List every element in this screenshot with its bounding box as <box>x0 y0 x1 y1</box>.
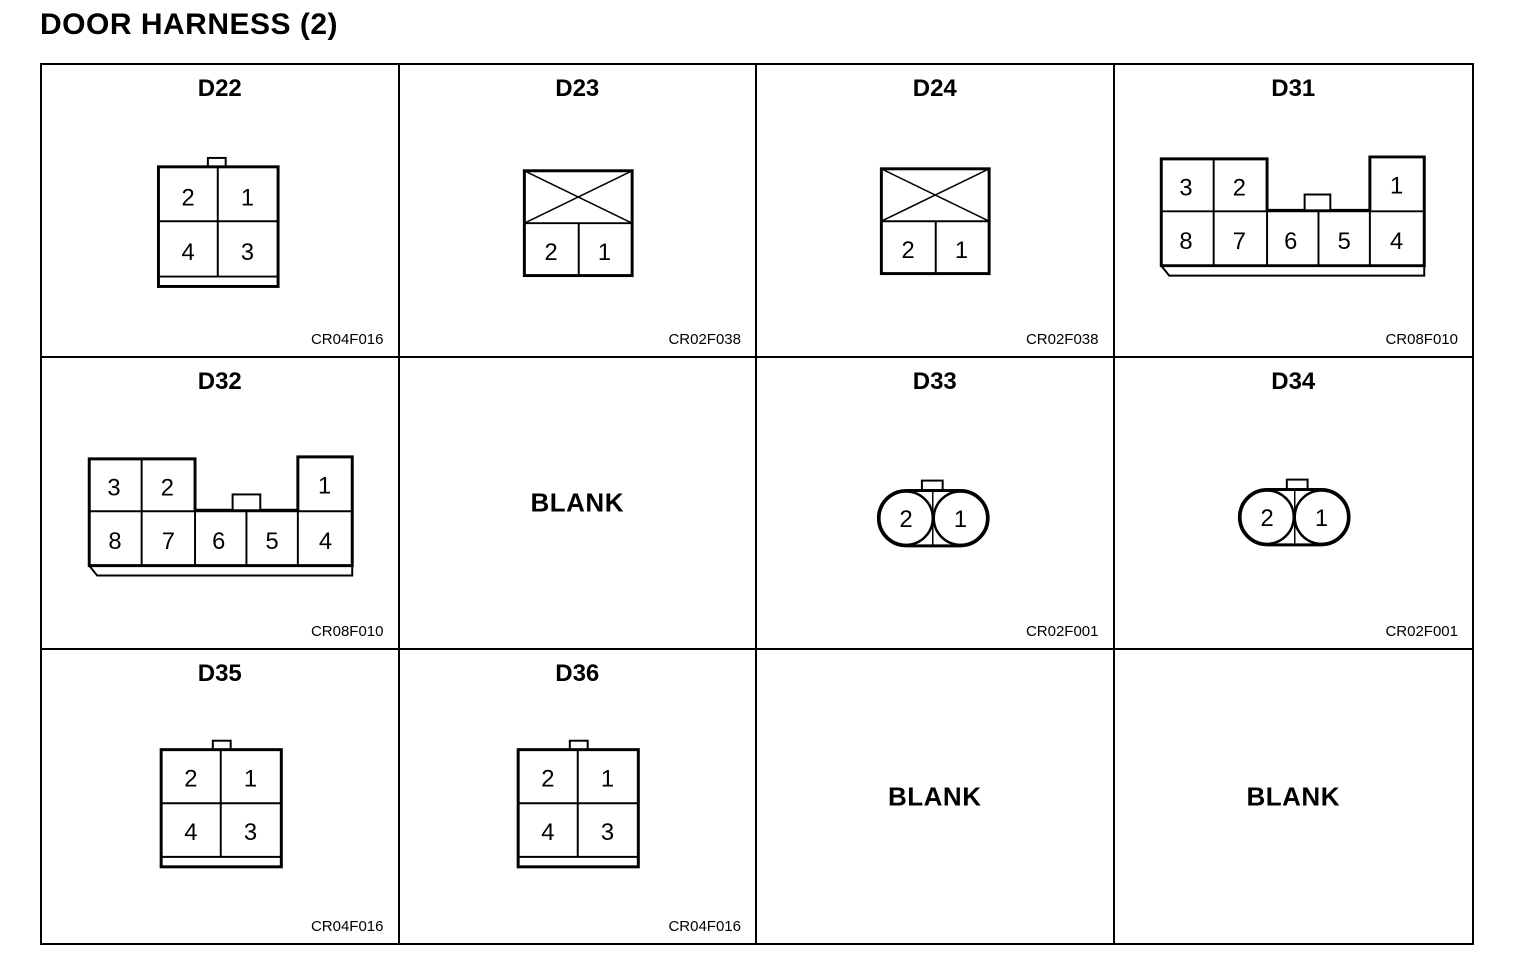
connector-cell-d33: D33 2 1 CR02F001 <box>757 357 1115 651</box>
connector-name: D24 <box>912 75 957 102</box>
blank-label: BLANK <box>888 781 982 812</box>
part-code: CR04F016 <box>310 330 384 348</box>
connector-4pin-diagram: 2 1 4 3 <box>516 740 640 869</box>
pin-label: 7 <box>162 528 175 554</box>
connector-8pin-diagram: 3 2 1 8 7 6 5 4 <box>1159 155 1426 277</box>
connector-name: D33 <box>912 367 957 395</box>
pin-label: 4 <box>1389 229 1402 255</box>
pin-label: 5 <box>266 528 279 554</box>
connector-name: D36 <box>555 660 600 688</box>
pin-label: 1 <box>597 240 610 266</box>
pin-label: 4 <box>541 819 554 846</box>
pin-label: 1 <box>241 185 254 211</box>
connector-cell-d34: D34 2 1 CR02F001 <box>1114 358 1472 651</box>
connector-name: D34 <box>1271 367 1316 395</box>
part-code: CR04F016 <box>310 917 384 935</box>
connector-grid: D22 2 1 4 3 CR04F016 D23 2 1 CR02F038 D2… <box>40 63 1474 945</box>
connector-cell-d35: D35 2 1 4 3 CR04F016 <box>42 650 400 943</box>
connector-4pin-diagram: 2 1 4 3 <box>156 156 280 288</box>
pin-label: 2 <box>899 507 912 533</box>
part-code: CR02F001 <box>1385 623 1458 641</box>
part-code: CR02F038 <box>1025 330 1099 348</box>
pin-label: 1 <box>954 507 967 533</box>
connector-2pin-round-diagram: 2 1 <box>1237 478 1351 546</box>
pin-label: 1 <box>318 473 331 499</box>
pin-label: 1 <box>955 238 968 264</box>
pin-label: 1 <box>1314 506 1327 532</box>
pin-label: 2 <box>161 475 174 501</box>
pin-label: 4 <box>184 819 197 846</box>
pin-label: 3 <box>107 475 120 501</box>
connector-name: D31 <box>1271 75 1316 102</box>
part-code: CR02F001 <box>1025 623 1099 641</box>
pin-label: 2 <box>1260 506 1273 532</box>
connector-2pin-diagram: 2 1 <box>522 169 634 278</box>
blank-cell: BLANK <box>1115 650 1473 943</box>
pin-label: 2 <box>901 238 914 264</box>
connector-cell-d24: D24 2 1 CR02F038 <box>757 65 1115 358</box>
connector-2pin-diagram: 2 1 <box>879 167 991 276</box>
connector-name: D23 <box>555 75 600 102</box>
blank-label: BLANK <box>1246 781 1340 812</box>
pin-label: 1 <box>244 766 257 793</box>
pin-label: 8 <box>108 528 121 554</box>
blank-cell: BLANK <box>399 357 757 651</box>
pin-label: 6 <box>212 528 225 554</box>
connector-name: D35 <box>197 660 242 688</box>
pin-label: 2 <box>182 185 195 211</box>
connector-8pin-diagram: 3 2 1 8 7 6 5 4 <box>87 455 354 577</box>
connector-name: D32 <box>197 367 242 395</box>
pin-label: 3 <box>241 240 254 266</box>
pin-label: 1 <box>600 766 613 793</box>
connector-cell-d22: D22 2 1 4 3 CR04F016 <box>42 65 400 358</box>
pin-label: 2 <box>544 240 557 266</box>
connector-cell-d31: D31 3 2 1 8 7 6 5 4 CR08F010 <box>1114 65 1472 358</box>
pin-label: 6 <box>1284 229 1297 255</box>
pin-label: 8 <box>1179 229 1192 255</box>
connector-2pin-round-diagram: 2 1 <box>876 479 990 547</box>
pin-label: 2 <box>1232 175 1245 201</box>
connector-cell-d36: D36 2 1 4 3 CR04F016 <box>400 650 757 943</box>
connector-cell-d32: D32 3 2 1 8 7 6 5 4 CR08F010 <box>42 357 400 651</box>
pin-label: 2 <box>541 766 554 793</box>
pin-label: 2 <box>184 766 197 793</box>
part-code: CR08F010 <box>1385 330 1458 348</box>
connector-name: D22 <box>197 75 242 102</box>
pin-label: 7 <box>1232 229 1245 255</box>
part-code: CR04F016 <box>668 917 741 935</box>
pin-label: 1 <box>1389 174 1402 200</box>
pin-label: 3 <box>600 819 613 846</box>
blank-cell: BLANK <box>757 650 1115 943</box>
page-title: DOOR HARNESS (2) <box>40 8 339 41</box>
blank-label: BLANK <box>530 487 624 518</box>
part-code: CR02F038 <box>668 330 741 348</box>
pin-label: 3 <box>244 819 257 846</box>
pin-label: 4 <box>319 528 332 554</box>
pin-label: 3 <box>1179 175 1192 201</box>
part-code: CR08F010 <box>310 623 384 641</box>
connector-4pin-diagram: 2 1 4 3 <box>159 740 283 869</box>
pin-label: 4 <box>182 240 195 266</box>
pin-label: 5 <box>1337 229 1350 255</box>
connector-cell-d23: D23 2 1 CR02F038 <box>399 65 757 358</box>
